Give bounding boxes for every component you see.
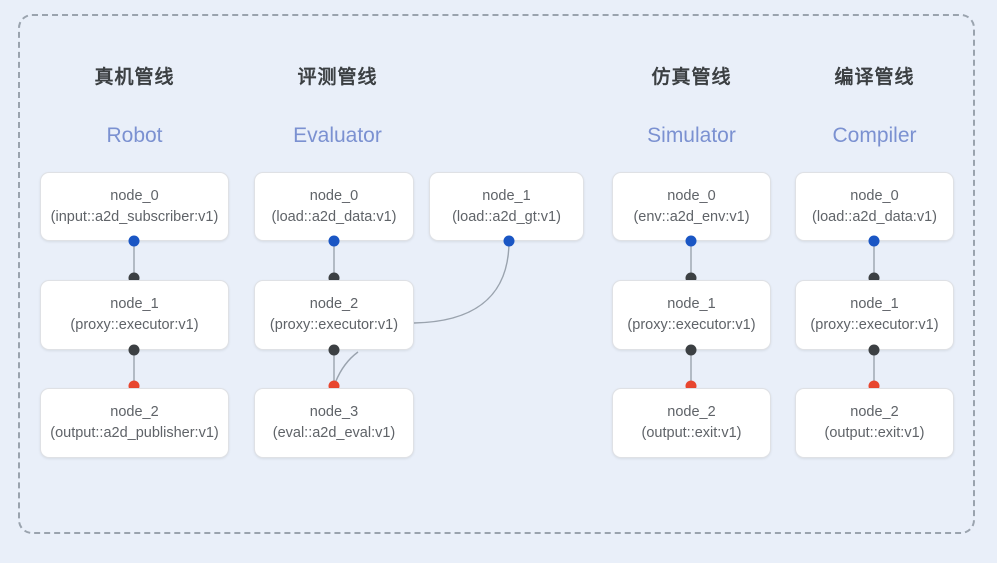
node-card-evaluator-0[interactable]: node_0 (load::a2d_data:v1) — [254, 172, 414, 241]
node-type: (output::exit:v1) — [824, 425, 925, 441]
node-type: (load::a2d_data:v1) — [271, 208, 397, 225]
port-out-simulator-1 — [685, 344, 697, 356]
column-title-cn-robot: 真机管线 — [94, 67, 175, 88]
port-out-compiler-1 — [868, 344, 880, 356]
node-type: (input::a2d_subscriber:v1) — [50, 208, 219, 225]
node-id: node_1 — [482, 187, 531, 204]
node-type: (load::a2d_data:v1) — [812, 208, 937, 225]
port-out-evaluator-gt — [503, 235, 515, 247]
node-card-simulator-1[interactable]: node_1 (proxy::executor:v1) — [612, 280, 771, 350]
node-type: (proxy::executor:v1) — [269, 317, 399, 333]
port-in-simulator-2 — [685, 380, 697, 392]
node-card-robot-0[interactable]: node_0 (input::a2d_subscriber:v1) — [40, 172, 229, 241]
node-card-evaluator-gt[interactable]: node_1 (load::a2d_gt:v1) — [429, 172, 584, 241]
node-type: (env::a2d_env:v1) — [633, 208, 750, 225]
node-card-simulator-2[interactable]: node_2 (output::exit:v1) — [612, 388, 771, 458]
node-type: (load::a2d_gt:v1) — [452, 208, 561, 225]
node-card-robot-2[interactable]: node_2 (output::a2d_publisher:v1) — [40, 388, 229, 458]
port-out-robot-0 — [128, 235, 140, 247]
column-title-en-robot: Robot — [106, 124, 163, 147]
node-card-compiler-2[interactable]: node_2 (output::exit:v1) — [795, 388, 954, 458]
port-in-robot-2 — [128, 380, 140, 392]
node-type: (proxy::executor:v1) — [627, 317, 756, 333]
node-type: (proxy::executor:v1) — [70, 317, 199, 333]
pipeline-diagram-frame — [18, 14, 975, 534]
column-title-cn-compiler: 编译管线 — [834, 67, 915, 88]
node-id: node_0 — [850, 187, 899, 204]
node-card-evaluator-2[interactable]: node_3 (eval::a2d_eval:v1) — [254, 388, 414, 458]
node-id: node_0 — [309, 187, 359, 204]
port-in-robot-1 — [128, 272, 140, 284]
node-type: (proxy::executor:v1) — [810, 317, 939, 333]
port-out-evaluator-0 — [328, 235, 340, 247]
node-id: node_2 — [667, 404, 716, 420]
port-out-compiler-0 — [868, 235, 880, 247]
port-in-simulator-1 — [685, 272, 697, 284]
node-type: (eval::a2d_eval:v1) — [272, 425, 396, 441]
node-type: (output::a2d_publisher:v1) — [50, 425, 219, 441]
port-out-simulator-0 — [685, 235, 697, 247]
node-id: node_0 — [110, 187, 159, 204]
node-card-evaluator-1[interactable]: node_2 (proxy::executor:v1) — [254, 280, 414, 350]
node-card-simulator-0[interactable]: node_0 (env::a2d_env:v1) — [612, 172, 771, 241]
port-out-evaluator-1 — [328, 344, 340, 356]
node-card-robot-1[interactable]: node_1 (proxy::executor:v1) — [40, 280, 229, 350]
node-id: node_1 — [850, 296, 899, 312]
node-id: node_2 — [110, 404, 159, 420]
column-title-cn-evaluator: 评测管线 — [297, 67, 378, 88]
port-in-evaluator-1 — [328, 272, 340, 284]
port-in-compiler-2 — [868, 380, 880, 392]
node-id: node_2 — [850, 404, 899, 420]
node-id: node_1 — [110, 296, 159, 312]
column-title-en-compiler: Compiler — [832, 124, 917, 147]
column-title-en-simulator: Simulator — [647, 124, 736, 147]
node-id: node_2 — [309, 296, 359, 312]
column-title-cn-simulator: 仿真管线 — [651, 67, 732, 88]
node-id: node_1 — [667, 296, 716, 312]
node-card-compiler-1[interactable]: node_1 (proxy::executor:v1) — [795, 280, 954, 350]
node-type: (output::exit:v1) — [641, 425, 742, 441]
node-id: node_3 — [309, 404, 359, 420]
column-title-en-evaluator: Evaluator — [293, 124, 382, 147]
port-in-evaluator-2 — [328, 380, 340, 392]
port-in-compiler-1 — [868, 272, 880, 284]
node-card-compiler-0[interactable]: node_0 (load::a2d_data:v1) — [795, 172, 954, 241]
node-id: node_0 — [667, 187, 716, 204]
port-out-robot-1 — [128, 344, 140, 356]
